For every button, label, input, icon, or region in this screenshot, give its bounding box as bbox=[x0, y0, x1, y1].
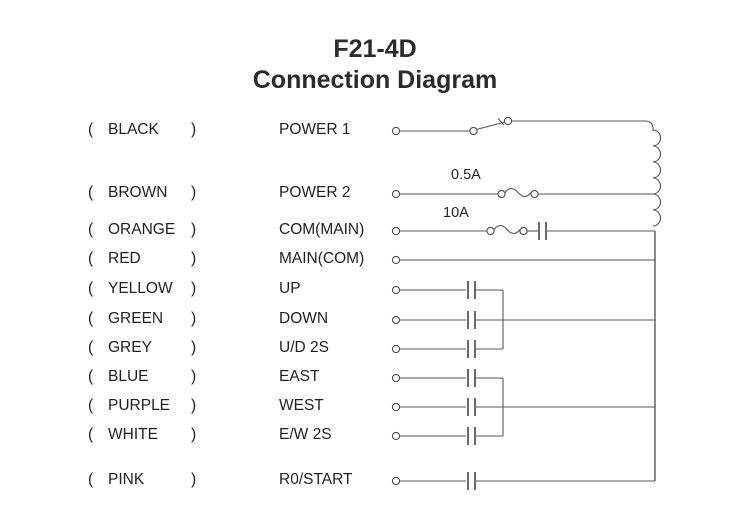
terminal-circle-east bbox=[391, 373, 401, 383]
circuit-group-up-down bbox=[391, 281, 655, 358]
wire-color-green: GREEN bbox=[108, 310, 164, 327]
wire-paren-close-1: ) bbox=[191, 184, 197, 201]
wire-paren-close-6: ) bbox=[191, 339, 197, 356]
circuit-row-power-2 bbox=[391, 187, 646, 199]
wire-paren-close-2: ) bbox=[191, 221, 197, 238]
wire-paren-close-4: ) bbox=[191, 280, 197, 297]
wire-paren-open-7: ( bbox=[88, 368, 94, 385]
title-model: F21-4D bbox=[333, 35, 417, 63]
wire-color-pink: PINK bbox=[108, 471, 145, 488]
wire-paren-open-4: ( bbox=[88, 280, 94, 297]
terminal-circle-main-com bbox=[391, 255, 401, 265]
title-subtitle: Connection Diagram bbox=[252, 66, 498, 94]
function-label-main-com-: MAIN(COM) bbox=[279, 250, 365, 267]
wire-paren-open-8: ( bbox=[88, 397, 94, 414]
wire-color-brown: BROWN bbox=[108, 184, 168, 201]
wire-paren-close-3: ) bbox=[191, 250, 197, 267]
wire-color-white: WHITE bbox=[108, 426, 158, 443]
fuse-rating-0-5a: 0.5A bbox=[451, 167, 481, 183]
circuit-group-east-west bbox=[391, 369, 655, 445]
fuse-10a-right-circle bbox=[519, 226, 528, 236]
fuse-10a-left-circle bbox=[486, 226, 495, 236]
function-label-u-d-2s: U/D 2S bbox=[279, 339, 329, 356]
circuit-row-r0-start bbox=[391, 472, 655, 490]
wire-paren-close-5: ) bbox=[191, 310, 197, 327]
wire-paren-close-7: ) bbox=[191, 368, 197, 385]
wire-paren-open-10: ( bbox=[88, 471, 94, 488]
terminal-circle-power-1 bbox=[391, 126, 401, 136]
terminal-circle-power-2 bbox=[391, 189, 401, 199]
wire-paren-open-5: ( bbox=[88, 310, 94, 327]
circuit-row-main-com bbox=[391, 255, 655, 265]
function-label-power-2: POWER 2 bbox=[279, 184, 351, 201]
terminal-circle-ud-2s bbox=[391, 344, 401, 354]
terminal-circle-com-main bbox=[391, 226, 401, 236]
fuse-0-5a-body bbox=[504, 187, 532, 198]
fuse-rating-10a: 10A bbox=[443, 205, 469, 221]
circuit-row-power-1 bbox=[391, 116, 654, 136]
wire-paren-close-10: ) bbox=[191, 471, 197, 488]
wire-color-red: RED bbox=[108, 250, 141, 267]
switch-pivot-circle bbox=[469, 126, 478, 136]
wire-paren-open-2: ( bbox=[88, 221, 94, 238]
wire-color-purple: PURPLE bbox=[108, 397, 171, 414]
wire-paren-open-3: ( bbox=[88, 250, 94, 267]
function-label-down: DOWN bbox=[279, 310, 329, 327]
wire-paren-close-9: ) bbox=[191, 426, 197, 443]
function-label-east: EAST bbox=[279, 368, 320, 385]
wire-paren-close-8: ) bbox=[191, 397, 197, 414]
function-label-com-main-: COM(MAIN) bbox=[279, 221, 365, 238]
wire-color-grey: GREY bbox=[108, 339, 152, 356]
switch-blade bbox=[476, 121, 506, 131]
terminal-circle-ew-2s bbox=[391, 431, 401, 441]
function-label-r0-start: R0/START bbox=[279, 471, 353, 488]
terminal-circle-down bbox=[391, 315, 401, 325]
wire-color-black: BLACK bbox=[108, 121, 159, 138]
wire-color-yellow: YELLOW bbox=[108, 280, 173, 297]
wire-paren-close-0: ) bbox=[191, 121, 197, 138]
function-label-west: WEST bbox=[279, 397, 324, 414]
function-label-power-1: POWER 1 bbox=[279, 121, 351, 138]
coil-inductor bbox=[645, 129, 661, 227]
switch-arrow-tick bbox=[497, 118, 505, 126]
fuse-0-5a-left-circle bbox=[497, 189, 506, 199]
terminal-circle-r0-start bbox=[391, 476, 401, 486]
wire-paren-open-9: ( bbox=[88, 426, 94, 443]
circuit-row-com-main bbox=[391, 222, 655, 240]
wire-paren-open-0: ( bbox=[88, 121, 94, 138]
terminal-circle-west bbox=[391, 402, 401, 412]
fuse-0-5a-right-circle bbox=[530, 189, 539, 199]
terminal-circle-up bbox=[391, 285, 401, 295]
wire-paren-open-1: ( bbox=[88, 184, 94, 201]
fuse-10a-body bbox=[493, 224, 521, 235]
diagram-title: F21-4D Connection Diagram bbox=[0, 34, 750, 96]
switch-contact-circle bbox=[503, 116, 513, 126]
coil-loops bbox=[652, 129, 661, 227]
wire-color-blue: BLUE bbox=[108, 368, 149, 385]
function-label-up: UP bbox=[279, 280, 301, 297]
wire-power-1-coil-corner bbox=[644, 120, 654, 131]
wire-paren-open-6: ( bbox=[88, 339, 94, 356]
function-label-e-w-2s: E/W 2S bbox=[279, 426, 332, 443]
wire-color-orange: ORANGE bbox=[108, 221, 176, 238]
